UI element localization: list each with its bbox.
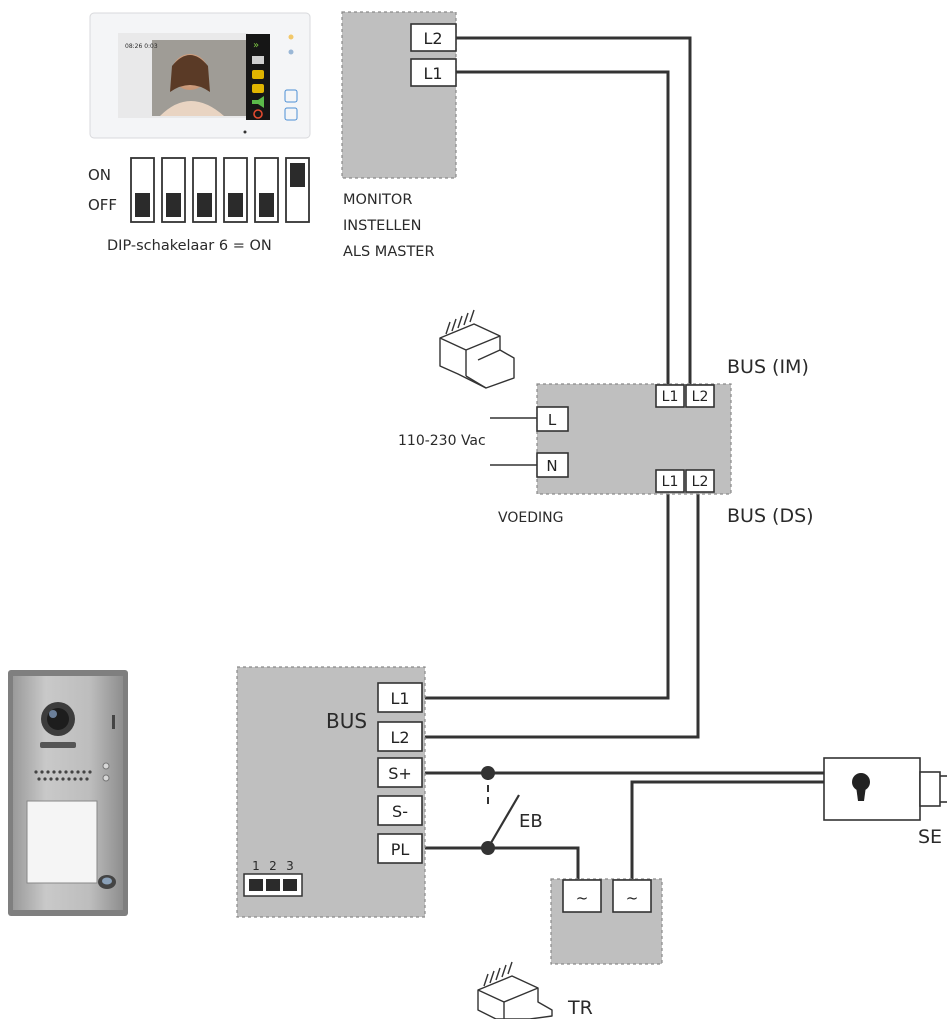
door-terminal-0 xyxy=(377,682,423,713)
supply-top-terminal-l1 xyxy=(655,384,685,408)
brand-logo-plate xyxy=(40,742,76,748)
door-terminal-2 xyxy=(377,757,423,788)
jumper-number-3: 3 xyxy=(286,859,294,873)
transformer-terminal-2 xyxy=(612,879,652,913)
bus-im-label: BUS (IM) xyxy=(727,356,809,378)
switch-eb-label: EB xyxy=(519,811,543,832)
supply-top-terminal-l2 xyxy=(685,384,715,408)
lock-2-icon xyxy=(252,84,264,93)
transformer-terminal-1-label: ~ xyxy=(576,889,589,907)
power-supply-module: L1 L2 L1 L2 L N 110-230 Vac VOEDING BUS … xyxy=(398,356,814,527)
monitor-photo: 08:26 0:03 » xyxy=(89,12,311,139)
supply-terminal-n xyxy=(536,452,569,478)
monitor-module: L2 L1 MONITOR INSTELLEN ALS MASTER xyxy=(341,11,457,260)
bus-ds-label: BUS (DS) xyxy=(727,505,814,527)
supply-terminal-n-label: N xyxy=(546,457,557,475)
monitor-screen-time: 08:26 0:03 xyxy=(125,43,158,50)
wire-monitor-l2 xyxy=(456,36,692,385)
door-bus-label: BUS xyxy=(326,709,367,733)
switch-eb-blade xyxy=(487,794,520,849)
led-indicator-2-icon xyxy=(288,49,294,55)
dip-switch-2-knob xyxy=(166,193,181,217)
power-icon xyxy=(253,109,263,119)
wires xyxy=(422,36,824,880)
led-indicator-icon xyxy=(288,34,294,40)
lock-icon xyxy=(252,70,264,79)
wire-monitor-l1 xyxy=(456,70,670,385)
dip-caption: DIP-schakelaar 6 = ON xyxy=(107,238,272,254)
monitor-terminal-l2-label: L2 xyxy=(423,29,442,48)
speaker-icon xyxy=(252,96,264,108)
electric-lock-label: SE xyxy=(918,826,942,848)
monitor-label-line-1: MONITOR xyxy=(343,192,412,208)
supply-bottom-terminal-l2 xyxy=(685,469,715,493)
din-module-icon xyxy=(439,309,515,389)
dip-switch-cells xyxy=(130,157,310,223)
transformer-terminal-1 xyxy=(562,879,602,913)
wire-transformer-lock xyxy=(630,780,824,880)
dip-switch-1-knob xyxy=(135,193,150,217)
forward-icon: » xyxy=(253,40,259,51)
dip-switch: ON OFF DIP-schakelaar 6 = ON xyxy=(88,157,310,254)
jumper-number-1: 1 xyxy=(252,859,260,873)
monitor-button-2-icon xyxy=(284,107,298,121)
monitor-terminal-l2 xyxy=(410,23,457,52)
door-terminal-3 xyxy=(377,795,423,826)
mains-voltage-label: 110-230 Vac xyxy=(398,433,486,449)
supply-top-l2-label: L2 xyxy=(692,389,709,405)
dip-switch-6-knob xyxy=(290,163,305,187)
name-card xyxy=(26,800,98,884)
wire-door-l2 xyxy=(422,490,700,739)
dip-switch-3-knob xyxy=(197,193,212,217)
dip-switch-5-knob xyxy=(259,193,274,217)
supply-top-l1-label: L1 xyxy=(662,389,679,405)
transformer-module: ~ ~ xyxy=(550,878,663,965)
door-terminal-1 xyxy=(377,721,423,752)
monitor-terminal-l1-label: L1 xyxy=(423,64,442,83)
camera-icon xyxy=(252,56,264,64)
keyhole-icon xyxy=(852,773,870,801)
monitor-label-line-3: ALS MASTER xyxy=(343,244,435,260)
dip-on-label: ON xyxy=(88,166,111,184)
door-terminal-label-4: PL xyxy=(391,840,410,859)
junction-s-plus xyxy=(481,766,495,780)
dip-switch-4-knob xyxy=(228,193,243,217)
transformer-label: TR xyxy=(567,997,593,1019)
monitor-label-line-2: INSTELLEN xyxy=(343,218,422,234)
door-terminal-label-3: S- xyxy=(392,802,408,821)
monitor-button-icon xyxy=(284,89,298,103)
junction-pl xyxy=(481,841,495,855)
wire-pl-transformer xyxy=(422,846,580,880)
door-terminal-label-0: L1 xyxy=(390,689,409,708)
door-terminal-4 xyxy=(377,833,423,864)
power-supply-label: VOEDING xyxy=(498,510,563,526)
jumper-block: 1 2 3 xyxy=(243,859,303,897)
supply-terminal-l-label: L xyxy=(548,411,557,429)
door-terminal-label-2: S+ xyxy=(388,764,412,783)
door-station-photo xyxy=(8,670,128,916)
transformer-din-icon xyxy=(477,961,553,1019)
door-terminal-label-1: L2 xyxy=(390,728,409,747)
transformer-terminal-2-label: ~ xyxy=(626,889,639,907)
supply-bottom-terminal-l1 xyxy=(655,469,685,493)
jumper-number-2: 2 xyxy=(269,859,277,873)
supply-bottom-l1-label: L1 xyxy=(662,474,679,490)
electric-lock xyxy=(823,757,947,821)
wire-door-l1 xyxy=(422,490,670,700)
supply-terminal-l xyxy=(536,406,569,432)
supply-bottom-l2-label: L2 xyxy=(692,474,709,490)
dip-off-label: OFF xyxy=(88,196,117,214)
monitor-terminal-l1 xyxy=(410,58,457,87)
